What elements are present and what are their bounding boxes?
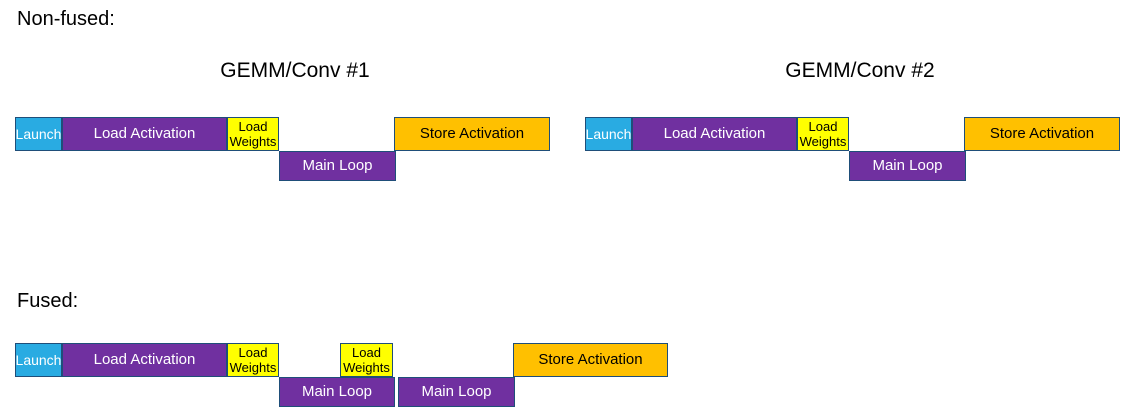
block-label: Load Activation <box>663 125 766 143</box>
block-label: Load Activation <box>93 125 196 143</box>
block-fused-main-loop-1: Main Loop <box>279 377 395 407</box>
gemm-conv-1-header: GEMM/Conv #1 <box>220 59 370 82</box>
block-label: Load Weights <box>229 345 277 375</box>
block-fused-launch: Launch <box>15 343 62 377</box>
block-nonfused-gemm1-launch: Launch <box>15 117 62 151</box>
block-label: Launch <box>15 125 62 142</box>
block-fused-main-loop-2: Main Loop <box>398 377 515 407</box>
block-nonfused-gemm1-main-loop: Main Loop <box>279 151 396 181</box>
block-label: Main Loop <box>302 157 373 175</box>
non-fused-section-label: Non-fused: <box>17 8 115 30</box>
block-label: Launch <box>585 125 632 142</box>
block-fused-load-weights-1: Load Weights <box>227 343 279 377</box>
block-fused-load-weights-2: Load Weights <box>340 343 393 377</box>
block-nonfused-gemm2-load-weights: Load Weights <box>797 117 849 151</box>
gemm-conv-2-header: GEMM/Conv #2 <box>785 59 935 82</box>
block-nonfused-gemm1-store-activation: Store Activation <box>394 117 550 151</box>
block-label: Main Loop <box>301 383 373 401</box>
block-label: Load Activation <box>93 351 196 369</box>
block-label: Launch <box>15 351 62 368</box>
fused-section-label: Fused: <box>17 290 79 312</box>
block-label: Load Weights <box>343 345 390 375</box>
block-label: Load Weights <box>229 119 277 149</box>
block-nonfused-gemm2-launch: Launch <box>585 117 632 151</box>
block-fused-load-activation: Load Activation <box>62 343 227 377</box>
block-label: Store Activation <box>419 125 525 143</box>
block-label: Main Loop <box>872 157 943 175</box>
block-nonfused-gemm1-load-weights: Load Weights <box>227 117 279 151</box>
block-label: Main Loop <box>421 383 492 401</box>
block-nonfused-gemm2-load-activation: Load Activation <box>632 117 797 151</box>
block-nonfused-gemm1-load-activation: Load Activation <box>62 117 227 151</box>
block-label: Store Activation <box>989 125 1095 143</box>
block-label: Load Weights <box>799 119 847 149</box>
block-nonfused-gemm2-main-loop: Main Loop <box>849 151 966 181</box>
block-fused-store-activation: Store Activation <box>513 343 668 377</box>
block-nonfused-gemm2-store-activation: Store Activation <box>964 117 1120 151</box>
block-label: Store Activation <box>538 351 643 369</box>
